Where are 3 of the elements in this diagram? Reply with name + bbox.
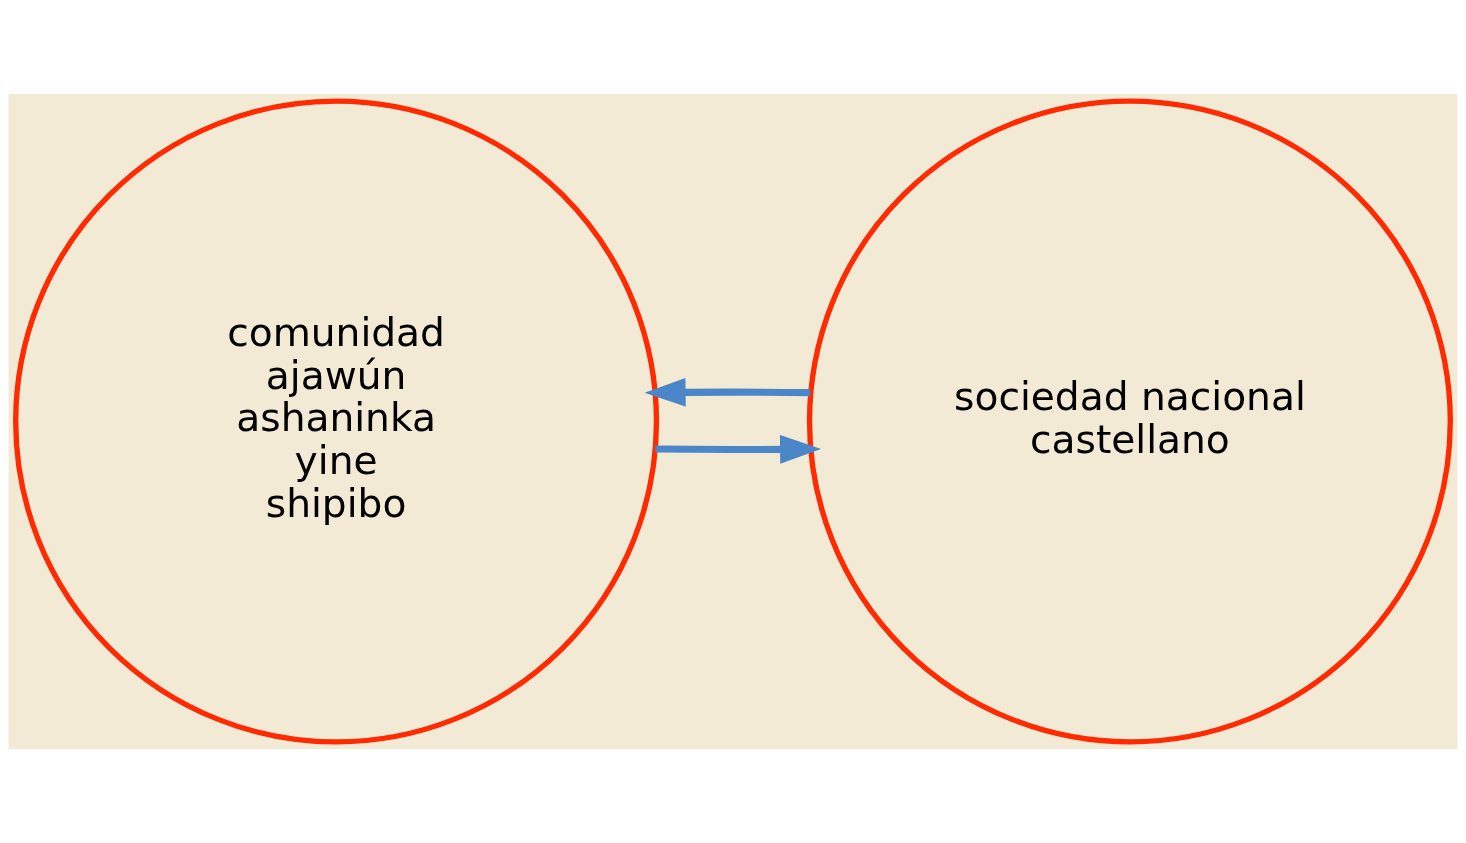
arrow [644, 377, 811, 407]
node-circle: comunidad ajawún ashaninka yine shipibo [13, 98, 660, 745]
node-circle: sociedad nacional castellano [806, 98, 1453, 745]
